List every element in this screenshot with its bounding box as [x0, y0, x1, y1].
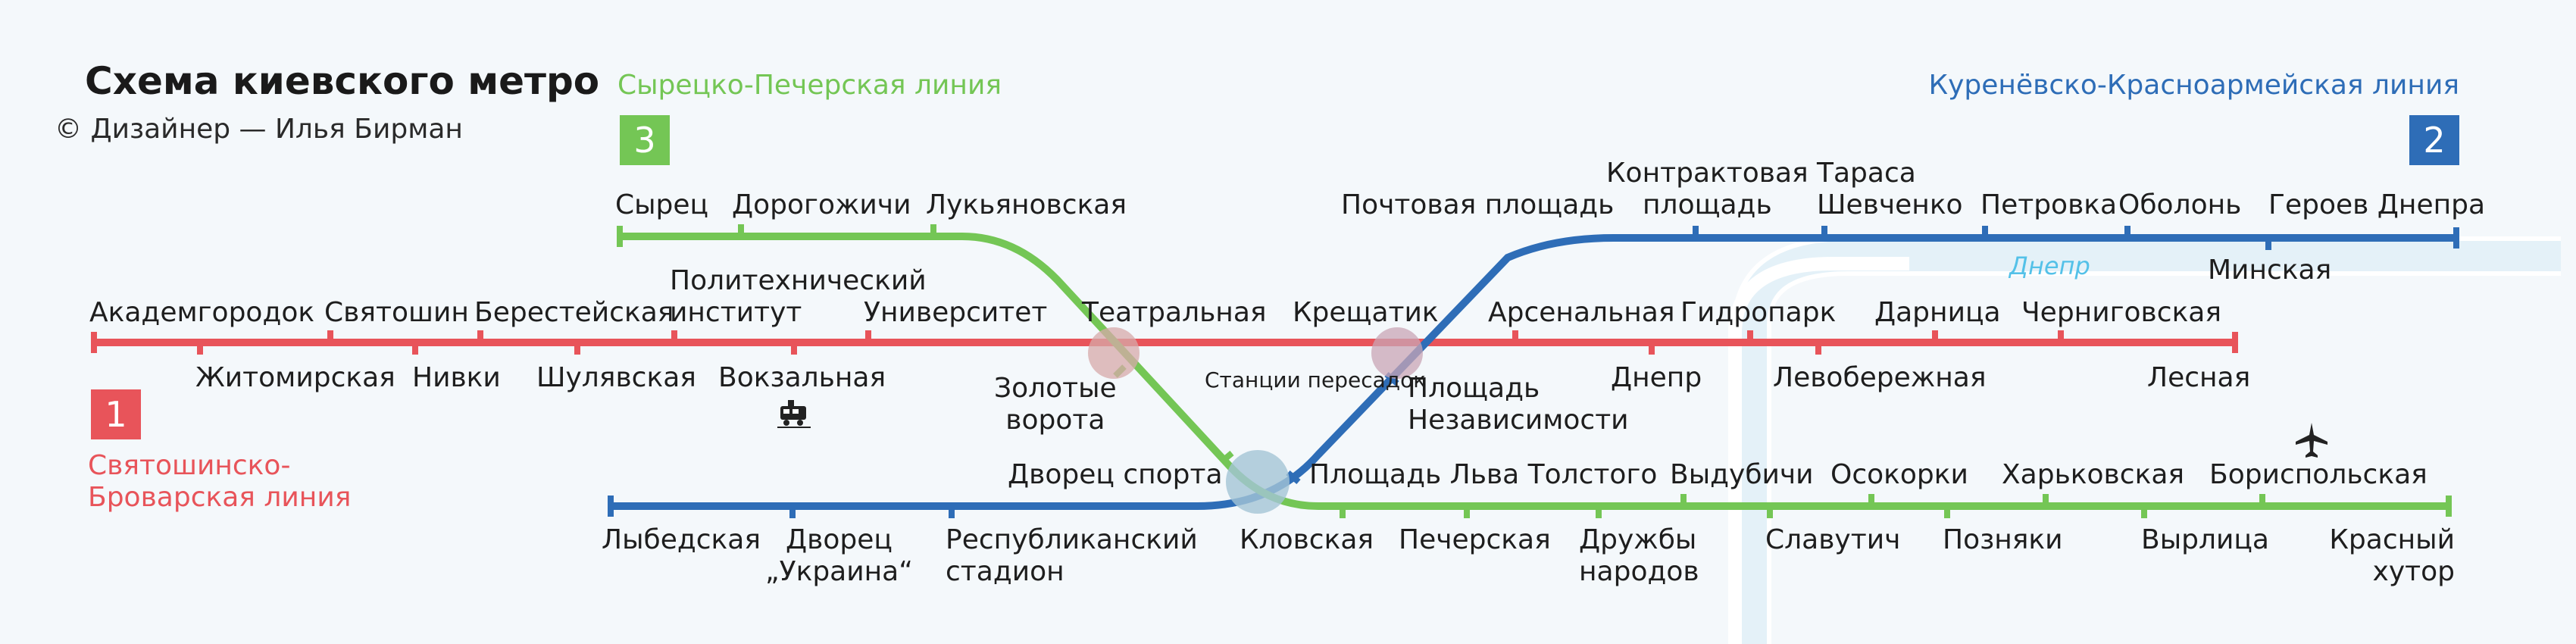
- blue-station-tick: [1286, 470, 1301, 485]
- station-lva-tolstoho[interactable]: Площадь Льва Толстого: [1309, 459, 1658, 490]
- red-line-badge[interactable]: 1: [91, 389, 141, 439]
- river-label: Днепр: [2009, 252, 2090, 280]
- station-vokzalna[interactable]: Вокзальная: [718, 362, 886, 393]
- station-slavutych[interactable]: Славутич: [1765, 524, 1901, 555]
- station-vyrlytsia[interactable]: Вырлица: [2141, 524, 2269, 555]
- train-icon: [777, 395, 811, 432]
- station-boryspilska[interactable]: Бориспольская: [2209, 459, 2428, 490]
- station-osokorky[interactable]: Осокорки: [1830, 459, 1968, 490]
- transfer-teatralna[interactable]: [1088, 327, 1140, 379]
- station-druzhby-narodiv[interactable]: Дружбы народов: [1579, 524, 1699, 587]
- station-kontraktova[interactable]: Контрактовая площадь: [1606, 158, 1809, 220]
- station-chernihivska[interactable]: Черниговская: [2021, 297, 2222, 328]
- transfer-note: Станции пересадок: [1205, 367, 1427, 392]
- green-line: [620, 233, 2449, 510]
- river-dnipro-inner: [1728, 257, 1909, 644]
- station-berestejska[interactable]: Берестейская: [474, 297, 674, 328]
- station-poshtova[interactable]: Почтовая площадь: [1341, 189, 1615, 220]
- transfer-tolstoho[interactable]: [1226, 450, 1290, 514]
- station-tarasa-shevchenka[interactable]: Тараса Шевченко: [1817, 158, 1963, 220]
- station-zoloti-vorota[interactable]: Золотые ворота: [994, 373, 1117, 436]
- green-line-name: Сырецко-Печерская линия: [617, 70, 1002, 101]
- blue-line-ticks: [608, 226, 2459, 518]
- station-nyvky[interactable]: Нивки: [412, 362, 501, 393]
- red-line-name: Святошинско-Броварская линия: [88, 450, 352, 513]
- airplane-icon: [2293, 421, 2331, 462]
- designer-credit: © Дизайнер — Илья Бирман: [55, 114, 463, 145]
- station-syrets[interactable]: Сырец: [615, 189, 709, 220]
- station-petrivka[interactable]: Петровка: [1980, 189, 2118, 220]
- station-khreshchatyk[interactable]: Крещатик: [1293, 297, 1439, 328]
- station-lisova[interactable]: Лесная: [2147, 362, 2251, 393]
- station-nezalezhnosti[interactable]: Площадь Независимости: [1408, 373, 1629, 436]
- green-line-badge[interactable]: 3: [620, 115, 670, 165]
- station-livoberezhna[interactable]: Левобережная: [1773, 362, 1987, 393]
- map-title: Схема киевского метро: [85, 59, 600, 103]
- station-respublikanskyi[interactable]: Республиканский стадион: [946, 524, 1198, 587]
- station-kharkivska[interactable]: Харьковская: [2002, 459, 2185, 490]
- station-minska[interactable]: Минская: [2208, 255, 2332, 286]
- station-pozniaky[interactable]: Позняки: [1943, 524, 2063, 555]
- station-palats-sportu[interactable]: Дворец спорта: [1008, 459, 1223, 490]
- station-shulyavska[interactable]: Шулявская: [536, 362, 696, 393]
- station-svyatoshyn[interactable]: Святошин: [324, 297, 469, 328]
- station-dnipro[interactable]: Днепр: [1611, 362, 1702, 393]
- station-pecherska[interactable]: Печерская: [1399, 524, 1551, 555]
- transfer-khreshchatyk[interactable]: [1371, 327, 1423, 379]
- station-klovska[interactable]: Кловская: [1240, 524, 1374, 555]
- station-obolon[interactable]: Оболонь: [2118, 189, 2242, 220]
- station-hidropark[interactable]: Гидропарк: [1680, 297, 1837, 328]
- station-vydubychi[interactable]: Выдубичи: [1670, 459, 1814, 490]
- blue-line-name: Куренёвско-Красноармейская линия: [1928, 70, 2459, 101]
- station-lukianivska[interactable]: Лукьяновская: [926, 189, 1127, 220]
- station-lybidska[interactable]: Лыбедская: [602, 524, 761, 555]
- station-chervonyi-khutir[interactable]: Красный хутор: [2329, 524, 2455, 587]
- blue-line-badge[interactable]: 2: [2409, 115, 2459, 165]
- station-palats-ukraina[interactable]: Дворец „Украина“: [765, 524, 913, 587]
- station-teatralna[interactable]: Театральная: [1082, 297, 1267, 328]
- station-universytet[interactable]: Университет: [864, 297, 1048, 328]
- green-station-tick: [1221, 450, 1234, 464]
- station-dorohozhychi[interactable]: Дорогожичи: [732, 189, 911, 220]
- red-line-ticks: [91, 330, 2238, 355]
- station-arsenalna[interactable]: Арсенальная: [1488, 297, 1675, 328]
- station-darnytsia[interactable]: Дарница: [1874, 297, 2001, 328]
- station-akademgorodok[interactable]: Академгородок: [89, 297, 315, 328]
- station-zhytomyrska[interactable]: Житомирская: [195, 362, 395, 393]
- station-heroiv-dnipra[interactable]: Героев Днепра: [2268, 189, 2486, 220]
- station-politekhnichnyi[interactable]: Политехнический институт: [670, 265, 927, 328]
